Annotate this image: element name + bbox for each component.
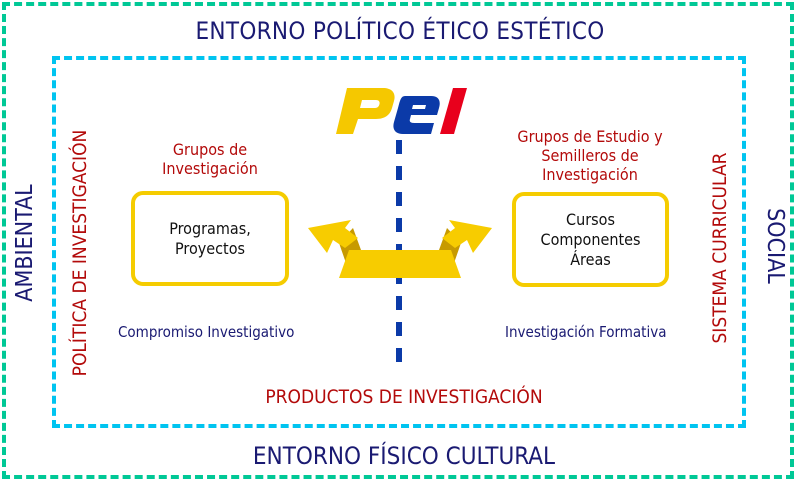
right-box-line: Áreas bbox=[570, 249, 611, 269]
right-caption: Investigación Formativa bbox=[505, 323, 667, 341]
right-box-cursos: Cursos Componentes Áreas bbox=[512, 192, 669, 287]
pei-logo bbox=[333, 86, 468, 136]
outer-right-label: SOCIAL bbox=[762, 208, 788, 284]
right-group-title-line: Investigación bbox=[542, 165, 638, 184]
outer-left-label: AMBIENTAL bbox=[12, 184, 38, 302]
inner-right-label: SISTEMA CURRICULAR bbox=[709, 152, 731, 344]
left-group-title: Grupos de Investigación bbox=[130, 140, 290, 178]
left-group-title-line: Grupos de bbox=[172, 140, 248, 159]
outer-dashed-border bbox=[2, 2, 794, 479]
right-group-title-line: Grupos de Estudio y bbox=[517, 127, 663, 146]
products-label: PRODUCTOS DE INVESTIGACIÓN bbox=[265, 386, 543, 408]
right-box-line: Cursos bbox=[566, 209, 615, 229]
right-box-line: Componentes bbox=[540, 229, 641, 249]
left-caption: Compromiso Investigativo bbox=[118, 323, 295, 341]
double-arrow-icon bbox=[305, 208, 495, 288]
left-box-line: Proyectos bbox=[175, 238, 245, 258]
pei-logo-icon bbox=[336, 88, 467, 134]
inner-left-label: POLÍTICA DE INVESTIGACIÓN bbox=[69, 129, 91, 377]
left-group-title-line: Investigación bbox=[162, 159, 258, 178]
left-box-line: Programas, bbox=[169, 218, 251, 238]
right-group-title-line: Semilleros de bbox=[541, 146, 639, 165]
right-group-title: Grupos de Estudio y Semilleros de Invest… bbox=[500, 127, 680, 184]
outer-top-label: ENTORNO POLÍTICO ÉTICO ESTÉTICO bbox=[195, 17, 605, 45]
left-box-programas: Programas, Proyectos bbox=[131, 191, 289, 286]
inner-dashed-border bbox=[52, 56, 746, 428]
outer-bottom-label: ENTORNO FÍSICO CULTURAL bbox=[252, 442, 556, 470]
